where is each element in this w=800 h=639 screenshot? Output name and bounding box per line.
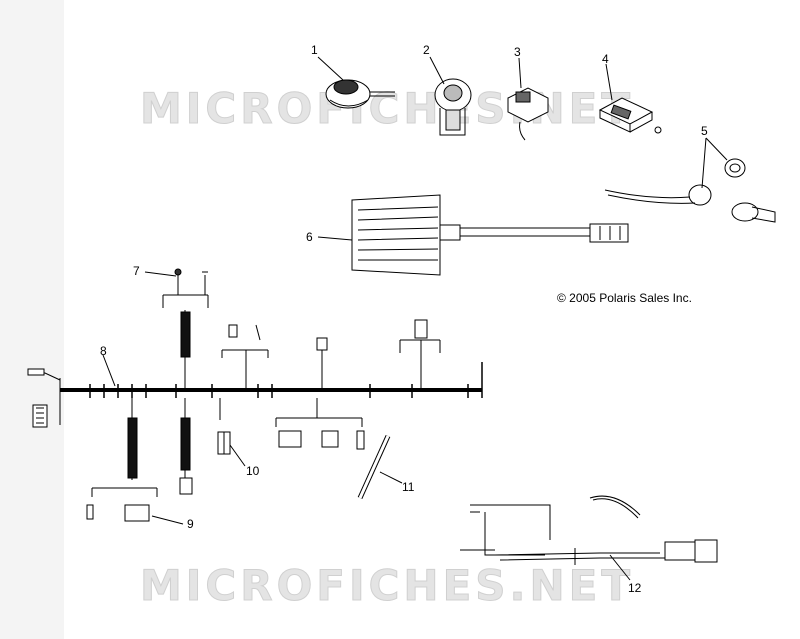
leader-11 bbox=[379, 471, 403, 484]
part-12-sub-harness bbox=[460, 495, 718, 565]
leader-3 bbox=[518, 57, 522, 89]
callout-2: 2 bbox=[423, 43, 430, 57]
svg-text:MICROFICHES.NET: MICROFICHES.NET bbox=[140, 84, 634, 133]
callout-4: 4 bbox=[602, 52, 609, 66]
leader-5b bbox=[705, 137, 728, 161]
leader-5a bbox=[701, 137, 707, 189]
leader-12 bbox=[609, 554, 631, 581]
copyright-text: © 2005 Polaris Sales Inc. bbox=[557, 291, 692, 305]
leader-10 bbox=[229, 444, 246, 467]
leader-6 bbox=[317, 236, 353, 241]
leader-7 bbox=[144, 271, 177, 277]
callout-5: 5 bbox=[701, 124, 708, 138]
callout-9: 9 bbox=[187, 517, 194, 531]
callout-7: 7 bbox=[133, 264, 140, 278]
callout-8: 8 bbox=[100, 344, 107, 358]
part-5-lights bbox=[604, 158, 776, 223]
callout-11: 11 bbox=[402, 480, 415, 494]
part-3-switch bbox=[507, 87, 549, 141]
callout-1: 1 bbox=[311, 43, 318, 57]
part-2-horn bbox=[434, 78, 472, 136]
leader-1 bbox=[317, 56, 344, 81]
leader-2 bbox=[429, 56, 445, 85]
callout-3: 3 bbox=[514, 45, 521, 59]
leader-9 bbox=[151, 515, 184, 525]
leader-4 bbox=[605, 63, 613, 101]
part-4-module bbox=[598, 97, 662, 134]
part-8-main-harness bbox=[27, 268, 483, 522]
callout-12: 12 bbox=[628, 581, 642, 595]
watermark-top: MICROFICHES.NET bbox=[140, 84, 634, 134]
part-1-knob bbox=[325, 79, 395, 109]
watermark-bottom: MICROFICHES.NET bbox=[140, 561, 634, 611]
left-margin bbox=[0, 0, 64, 639]
svg-text:MICROFICHES.NET: MICROFICHES.NET bbox=[140, 561, 634, 610]
part-10-clip bbox=[217, 431, 231, 455]
callout-6: 6 bbox=[306, 230, 313, 244]
part-11-cable-tie bbox=[357, 434, 391, 500]
leader-8 bbox=[102, 354, 116, 387]
part-6-grip-pad bbox=[351, 194, 629, 276]
callout-10: 10 bbox=[246, 464, 260, 478]
